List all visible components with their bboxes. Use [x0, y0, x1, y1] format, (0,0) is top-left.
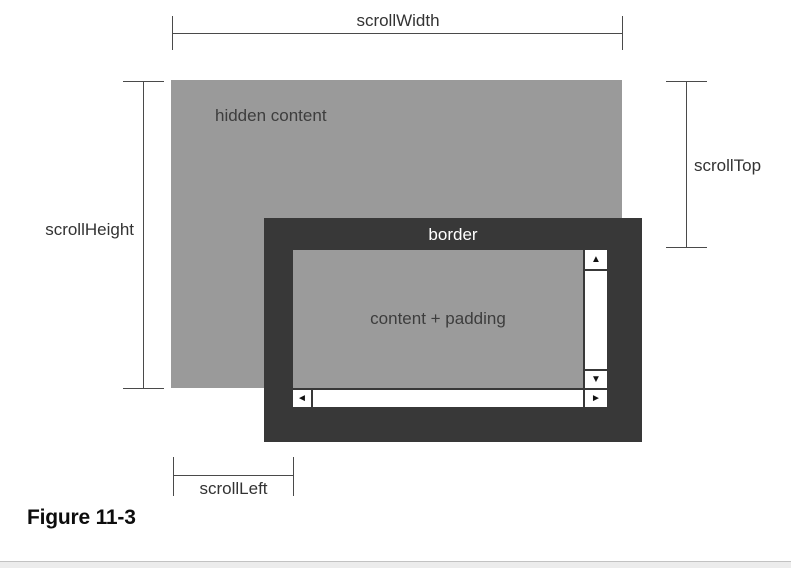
scrollheight-label: scrollHeight [45, 220, 134, 239]
scrollwidth-measure-tick-left [172, 16, 173, 50]
scrolltop-measure-line [686, 81, 687, 248]
right-arrow-icon: ► [591, 392, 601, 404]
content-padding-box: content + padding [293, 250, 583, 388]
left-arrow-icon: ◄ [297, 392, 307, 404]
scroll-down-button[interactable]: ▼ [585, 371, 607, 388]
scrollleft-label: scrollLeft [199, 479, 268, 498]
scrollwidth-measure-line [172, 33, 623, 34]
scroll-up-button[interactable]: ▲ [585, 250, 607, 269]
scrolltop-label: scrollTop [694, 156, 762, 175]
scrolltop-measure-tick-top [666, 81, 707, 82]
up-arrow-icon: ▲ [591, 253, 601, 265]
scrolltop-measure-tick-bottom [666, 247, 707, 248]
scrollheight-measure-tick-top [123, 81, 164, 82]
page-edge-strip [0, 561, 791, 568]
element-border-box: border content + padding ▲ ▼ ◄ ► [264, 218, 642, 442]
scrollwidth-measure-tick-right [622, 16, 623, 50]
vertical-scrollbar-track[interactable] [585, 271, 607, 369]
vertical-scrollbar[interactable]: ▲ ▼ [585, 250, 607, 388]
scrollleft-measure-tick-left [173, 457, 174, 496]
hidden-content-label: hidden content [215, 106, 327, 125]
border-label: border [428, 225, 478, 244]
scrollleft-measure-line [173, 475, 294, 476]
scroll-left-button[interactable]: ◄ [293, 390, 311, 407]
content-padding-label: content + padding [370, 309, 506, 328]
down-arrow-icon: ▼ [591, 373, 601, 385]
horizontal-scrollbar[interactable]: ◄ ► [293, 390, 607, 407]
figure-caption: Figure 11-3 [27, 506, 136, 529]
scrollleft-measure-tick-right [293, 457, 294, 496]
scrollheight-measure-line [143, 81, 144, 389]
scrollwidth-label: scrollWidth [356, 11, 440, 30]
element-viewport: content + padding ▲ ▼ ◄ ► [293, 250, 607, 407]
scroll-right-button[interactable]: ► [585, 390, 607, 407]
horizontal-scrollbar-track[interactable] [313, 390, 583, 407]
scrollheight-measure-tick-bottom [123, 388, 164, 389]
